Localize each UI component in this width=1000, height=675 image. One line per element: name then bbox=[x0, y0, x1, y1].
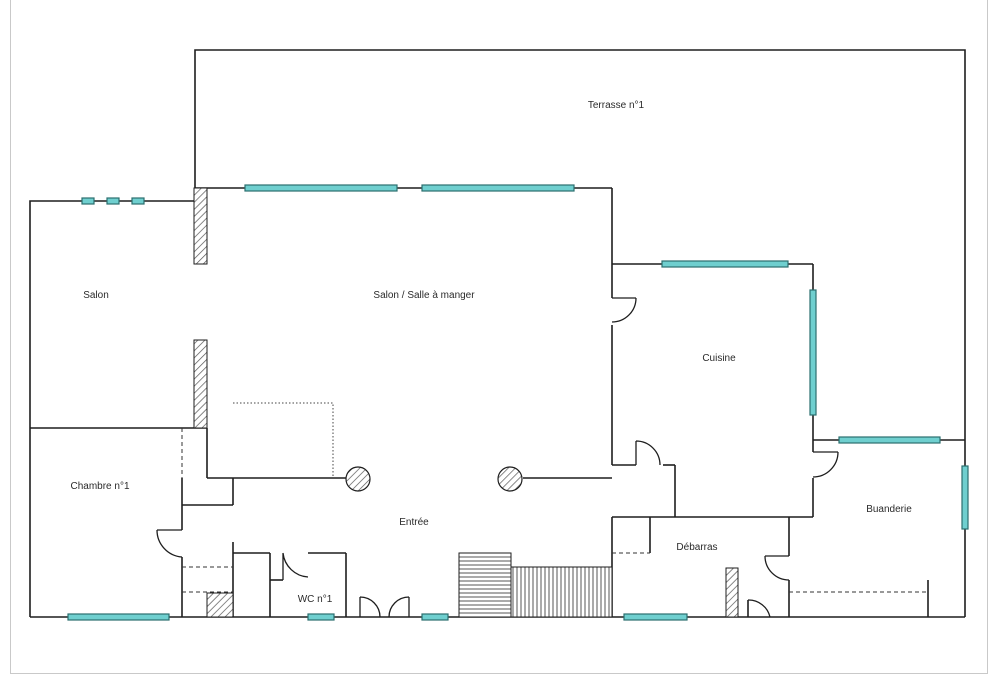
room-labels: Terrasse n°1 Salon Salon / Salle à mange… bbox=[70, 100, 912, 605]
window bbox=[838, 436, 941, 444]
window bbox=[67, 613, 170, 621]
label-chambre: Chambre n°1 bbox=[70, 481, 129, 492]
plan-frame bbox=[10, 0, 988, 674]
dashed-lines bbox=[181, 428, 928, 593]
label-terrasse: Terrasse n°1 bbox=[588, 100, 645, 111]
window bbox=[809, 289, 817, 416]
label-debarras: Débarras bbox=[676, 542, 717, 553]
walls bbox=[29, 49, 966, 618]
dotted-area bbox=[233, 402, 334, 478]
label-salon-salle: Salon / Salle à manger bbox=[373, 290, 475, 301]
label-wc: WC n°1 bbox=[298, 594, 333, 605]
stairs bbox=[458, 552, 613, 618]
windows bbox=[67, 184, 969, 621]
label-cuisine: Cuisine bbox=[702, 353, 736, 364]
window bbox=[106, 197, 120, 205]
window bbox=[244, 184, 398, 192]
label-entree: Entrée bbox=[399, 517, 429, 528]
window bbox=[81, 197, 95, 205]
window bbox=[421, 613, 449, 621]
hatched-walls bbox=[193, 187, 739, 618]
window bbox=[623, 613, 688, 621]
label-buanderie: Buanderie bbox=[866, 504, 912, 515]
columns bbox=[345, 466, 523, 492]
window bbox=[661, 260, 789, 268]
window bbox=[421, 184, 575, 192]
doors bbox=[156, 297, 839, 618]
window bbox=[307, 613, 335, 621]
window bbox=[131, 197, 145, 205]
window bbox=[961, 465, 969, 530]
label-salon: Salon bbox=[83, 290, 109, 301]
